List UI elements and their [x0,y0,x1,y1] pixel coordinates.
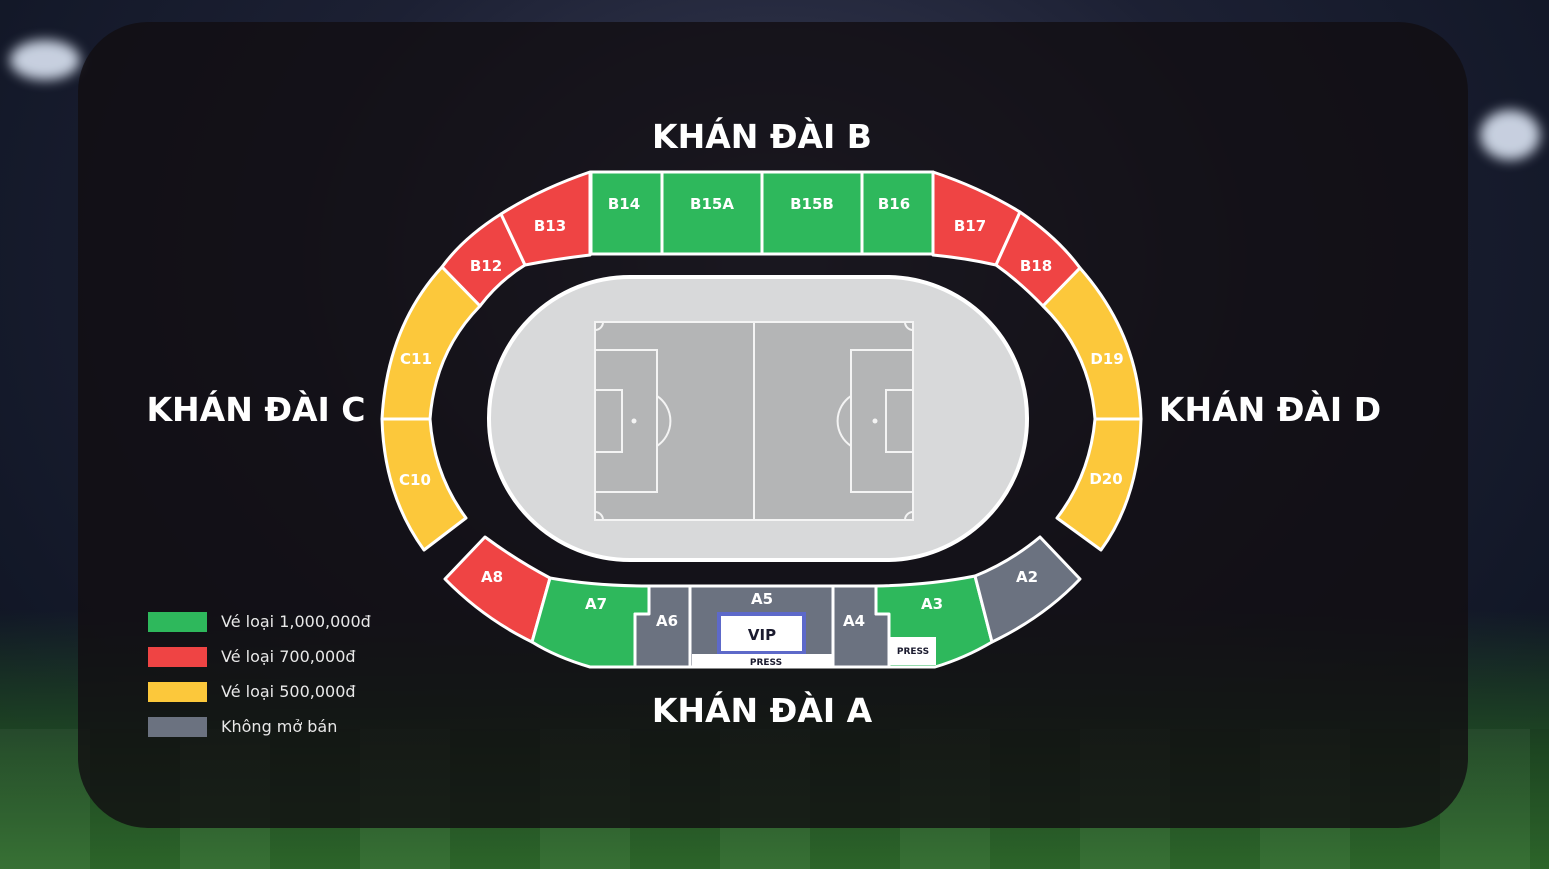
floodlight-left [10,40,80,80]
section-A8[interactable] [443,535,552,644]
section-label-B18: B18 [1020,257,1052,275]
section-label-B14: B14 [608,195,640,213]
vip-label: VIP [748,626,776,644]
section-label-A6: A6 [656,612,678,630]
section-D20[interactable] [1055,417,1143,552]
section-label-D20: D20 [1089,470,1122,488]
legend-label: Vé loại 500,000đ [221,682,356,701]
section-B14[interactable] [589,170,664,256]
section-label-B15B: B15B [790,195,834,213]
stand-c-title: KHÁN ĐÀI C [146,389,365,429]
section-label-B16: B16 [878,195,910,213]
stand-a-title: KHÁN ĐÀI A [652,690,873,730]
legend-swatch-red [148,646,207,667]
legend-swatch-gray [148,716,207,737]
legend-swatch-green [148,611,207,632]
section-label-A8: A8 [481,568,503,586]
section-B15A[interactable] [660,170,764,256]
section-A2[interactable] [973,535,1082,644]
legend-item-500000: Vé loại 500,000đ [148,674,371,709]
section-label-B12: B12 [470,257,502,275]
section-C11[interactable] [380,265,482,421]
section-D19[interactable] [1041,266,1143,421]
section-label-B13: B13 [534,217,566,235]
price-legend: Vé loại 1,000,000đ Vé loại 700,000đ Vé l… [148,604,371,744]
press-label-center: PRESS [750,658,782,668]
press-label-right: PRESS [897,647,929,657]
section-label-C10: C10 [399,471,431,489]
legend-swatch-yellow [148,681,207,702]
stand-b-title: KHÁN ĐÀI B [652,116,872,156]
section-label-A5: A5 [751,590,773,608]
section-label-A7: A7 [585,595,607,613]
legend-label: Vé loại 1,000,000đ [221,612,371,631]
section-B16[interactable] [860,170,935,256]
section-label-B15A: B15A [690,195,734,213]
floodlight-right [1480,110,1540,160]
section-label-B17: B17 [954,217,986,235]
vip-box[interactable] [717,612,806,655]
section-B15B[interactable] [760,170,864,256]
legend-item-1000000: Vé loại 1,000,000đ [148,604,371,639]
section-label-A4: A4 [843,612,865,630]
press-box-right [890,637,936,665]
legend-label: Không mở bán [221,717,338,736]
section-label-D19: D19 [1090,350,1123,368]
section-A7[interactable] [530,576,651,669]
section-C10[interactable] [380,417,468,552]
press-box-center [692,654,832,667]
soccer-pitch [594,321,914,521]
legend-label: Vé loại 700,000đ [221,647,356,666]
section-label-A2: A2 [1016,568,1038,586]
legend-item-not-for-sale: Không mở bán [148,709,371,744]
stand-d-title: KHÁN ĐÀI D [1159,389,1381,429]
section-label-A3: A3 [921,595,943,613]
section-label-C11: C11 [400,350,432,368]
legend-item-700000: Vé loại 700,000đ [148,639,371,674]
